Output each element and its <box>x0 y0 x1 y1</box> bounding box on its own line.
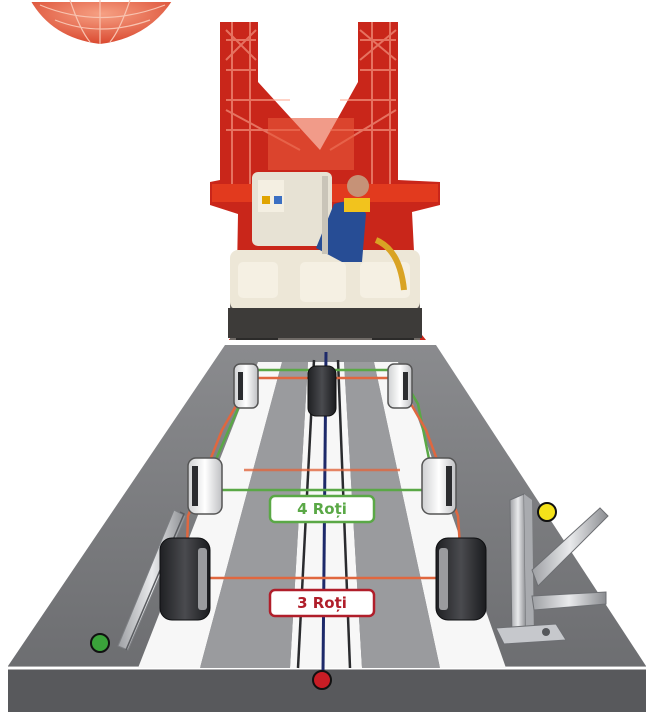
guide-bracket-post <box>495 493 609 645</box>
red-marker <box>312 670 332 690</box>
wheel-rear-right <box>387 363 413 409</box>
wheel-front-left <box>159 537 211 621</box>
globe-logo <box>25 0 178 49</box>
wheel-mid-right <box>421 457 457 515</box>
wheel-rear-center <box>307 365 337 417</box>
yellow-marker <box>537 502 557 522</box>
warehouse-rack-photo <box>203 15 447 362</box>
wheel-mid-left <box>187 457 223 515</box>
wheel-rear-left <box>233 363 259 409</box>
four-wheels-text: 4 Roți <box>297 500 347 518</box>
wheel-front-right <box>435 537 487 621</box>
three-wheels-text: 3 Roți <box>297 594 347 612</box>
three-wheels-label: 3 Roți <box>268 588 376 618</box>
green-marker <box>90 633 110 653</box>
four-wheels-label: 4 Roți <box>268 494 376 524</box>
